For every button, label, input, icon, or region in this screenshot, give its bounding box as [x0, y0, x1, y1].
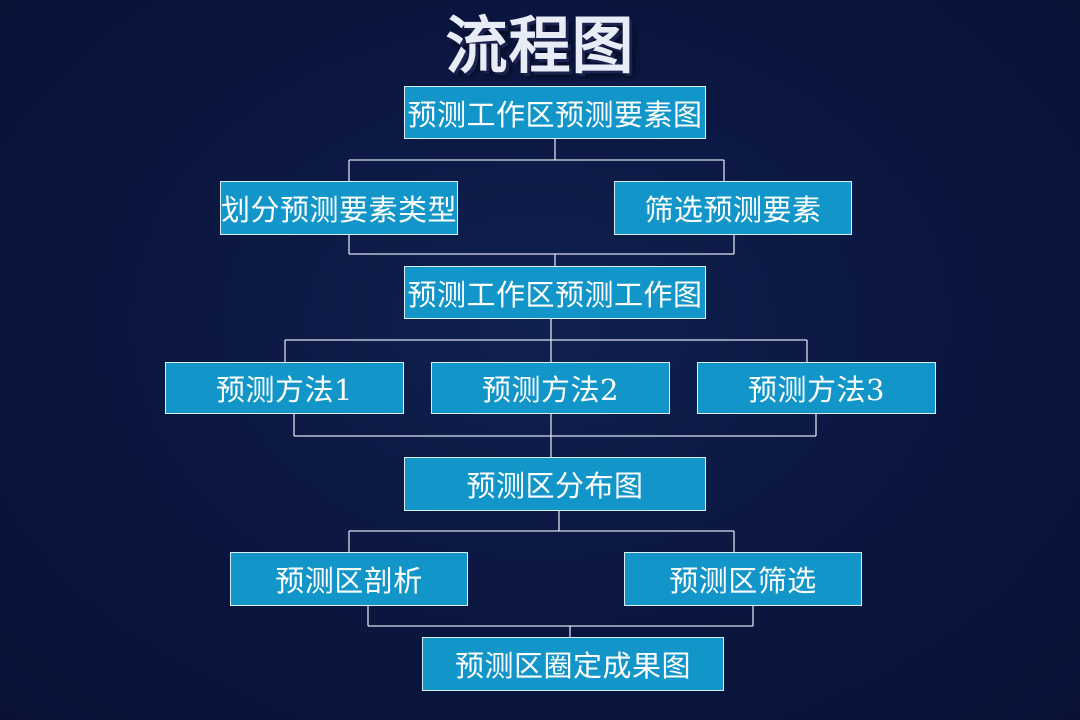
node-prediction-element-map: 预测工作区预测要素图 [404, 86, 706, 139]
node-method-3: 预测方法3 [697, 362, 936, 414]
node-label: 划分预测要素类型 [221, 193, 458, 227]
node-prediction-work-map: 预测工作区预测工作图 [404, 266, 706, 319]
node-filter-elements: 筛选预测要素 [614, 181, 852, 235]
node-label: 预测区分布图 [466, 469, 644, 503]
node-classify-element-types: 划分预测要素类型 [220, 181, 458, 235]
node-result-map: 预测区圈定成果图 [422, 637, 724, 691]
connector-n8-merge [293, 414, 817, 457]
node-label: 预测方法1 [216, 373, 353, 407]
node-label: 预测方法3 [748, 373, 885, 407]
node-label: 预测工作区预测要素图 [407, 97, 703, 132]
node-distribution-map: 预测区分布图 [404, 457, 706, 511]
node-label: 预测区剖析 [275, 564, 423, 598]
node-label: 预测工作区预测工作图 [407, 277, 703, 312]
connector-n4-split [284, 319, 808, 362]
connector-n1-split [348, 139, 725, 181]
connector-n8-split [348, 511, 735, 552]
node-label: 筛选预测要素 [644, 193, 822, 227]
node-label: 预测区筛选 [669, 564, 817, 598]
node-label: 预测方法2 [482, 373, 619, 407]
node-area-analysis: 预测区剖析 [230, 552, 468, 606]
connector-n4-merge [348, 235, 735, 266]
node-area-filter: 预测区筛选 [624, 552, 862, 606]
node-method-2: 预测方法2 [431, 362, 670, 414]
connector-n11-merge [367, 606, 754, 637]
page-title: 流程图 [445, 9, 635, 82]
node-label: 预测区圈定成果图 [454, 649, 691, 683]
node-method-1: 预测方法1 [165, 362, 404, 414]
